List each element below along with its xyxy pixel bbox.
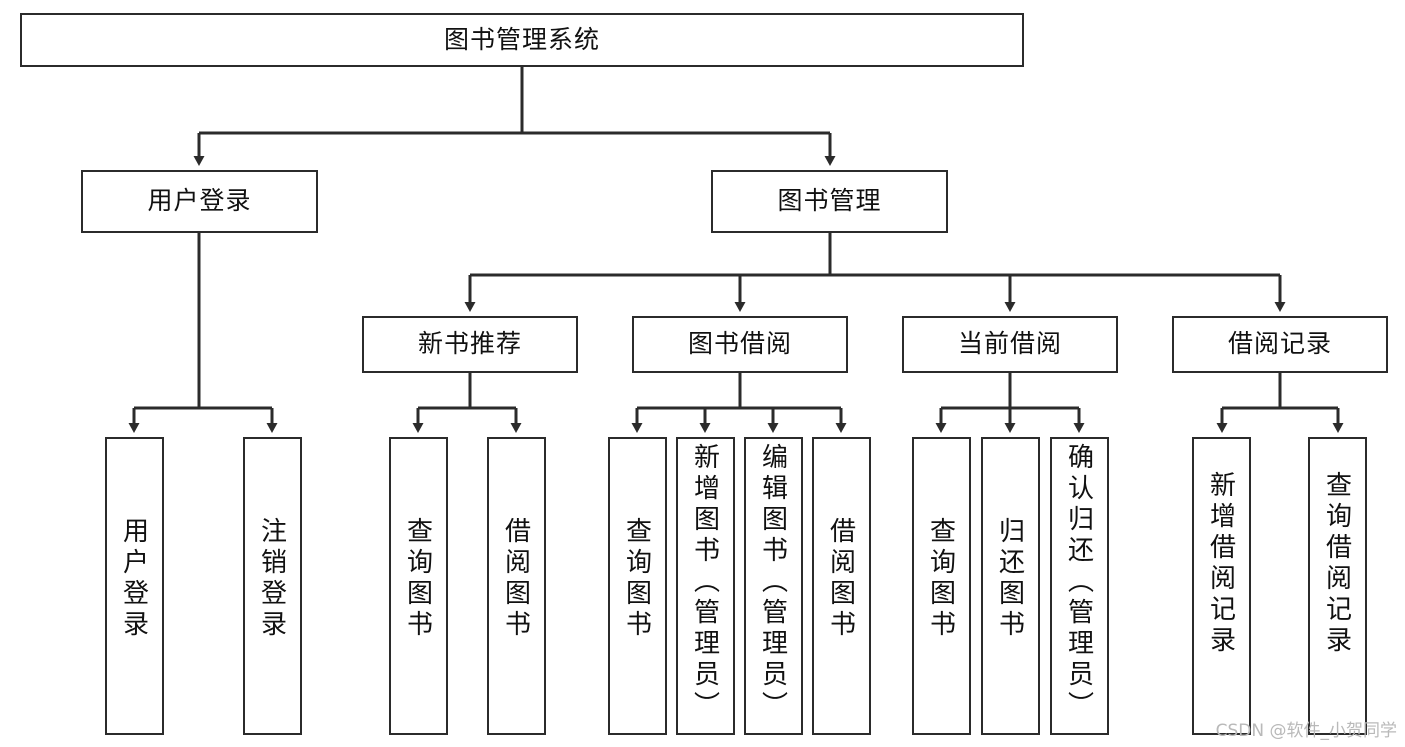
node-label: 用户登录 xyxy=(119,517,150,641)
leaf-query-record[interactable]: 查询借阅记录 xyxy=(1308,437,1367,735)
leaf-user-login[interactable]: 用户登录 xyxy=(105,437,164,735)
leaf-query-book-3[interactable]: 查询图书 xyxy=(912,437,971,735)
node-book-management[interactable]: 图书管理 xyxy=(711,170,948,233)
node-book-borrow[interactable]: 图书借阅 xyxy=(632,316,848,373)
node-label: 新书推荐 xyxy=(417,330,522,359)
node-label: 图书借阅 xyxy=(687,330,792,359)
node-label: 当前借阅 xyxy=(957,330,1062,359)
node-label: 编辑图书（管理员） xyxy=(758,443,789,722)
node-label: 查询图书 xyxy=(622,517,653,641)
node-new-book-recommend[interactable]: 新书推荐 xyxy=(362,316,578,373)
leaf-borrow-book-2[interactable]: 借阅图书 xyxy=(812,437,871,735)
node-label: 借阅图书 xyxy=(826,517,857,641)
node-user-login[interactable]: 用户登录 xyxy=(81,170,318,233)
node-label: 借阅图书 xyxy=(501,517,532,641)
csdn-watermark: CSDN @软件_小贺同学 xyxy=(1215,721,1397,741)
leaf-query-book-2[interactable]: 查询图书 xyxy=(608,437,667,735)
leaf-logout[interactable]: 注销登录 xyxy=(243,437,302,735)
node-label: 确认归还（管理员） xyxy=(1064,443,1095,722)
node-label: 查询图书 xyxy=(926,517,957,641)
leaf-add-book[interactable]: 新增图书（管理员） xyxy=(676,437,735,735)
node-root-system[interactable]: 图书管理系统 xyxy=(20,13,1024,67)
node-label: 查询图书 xyxy=(403,517,434,641)
node-label: 图书管理系统 xyxy=(443,25,600,54)
node-label: 注销登录 xyxy=(257,517,288,641)
leaf-confirm-return[interactable]: 确认归还（管理员） xyxy=(1050,437,1109,735)
node-label: 图书管理 xyxy=(777,187,882,216)
leaf-return-book[interactable]: 归还图书 xyxy=(981,437,1040,735)
node-label: 新增借阅记录 xyxy=(1206,471,1237,657)
node-label: 新增图书（管理员） xyxy=(690,443,721,722)
node-label: 用户登录 xyxy=(147,187,252,216)
node-current-borrow[interactable]: 当前借阅 xyxy=(902,316,1118,373)
node-label: 归还图书 xyxy=(995,517,1026,641)
node-borrow-record[interactable]: 借阅记录 xyxy=(1172,316,1388,373)
leaf-edit-book[interactable]: 编辑图书（管理员） xyxy=(744,437,803,735)
leaf-borrow-book-1[interactable]: 借阅图书 xyxy=(487,437,546,735)
node-label: 查询借阅记录 xyxy=(1322,471,1353,657)
leaf-add-record[interactable]: 新增借阅记录 xyxy=(1192,437,1251,735)
leaf-query-book-1[interactable]: 查询图书 xyxy=(389,437,448,735)
node-label: 借阅记录 xyxy=(1227,330,1332,359)
